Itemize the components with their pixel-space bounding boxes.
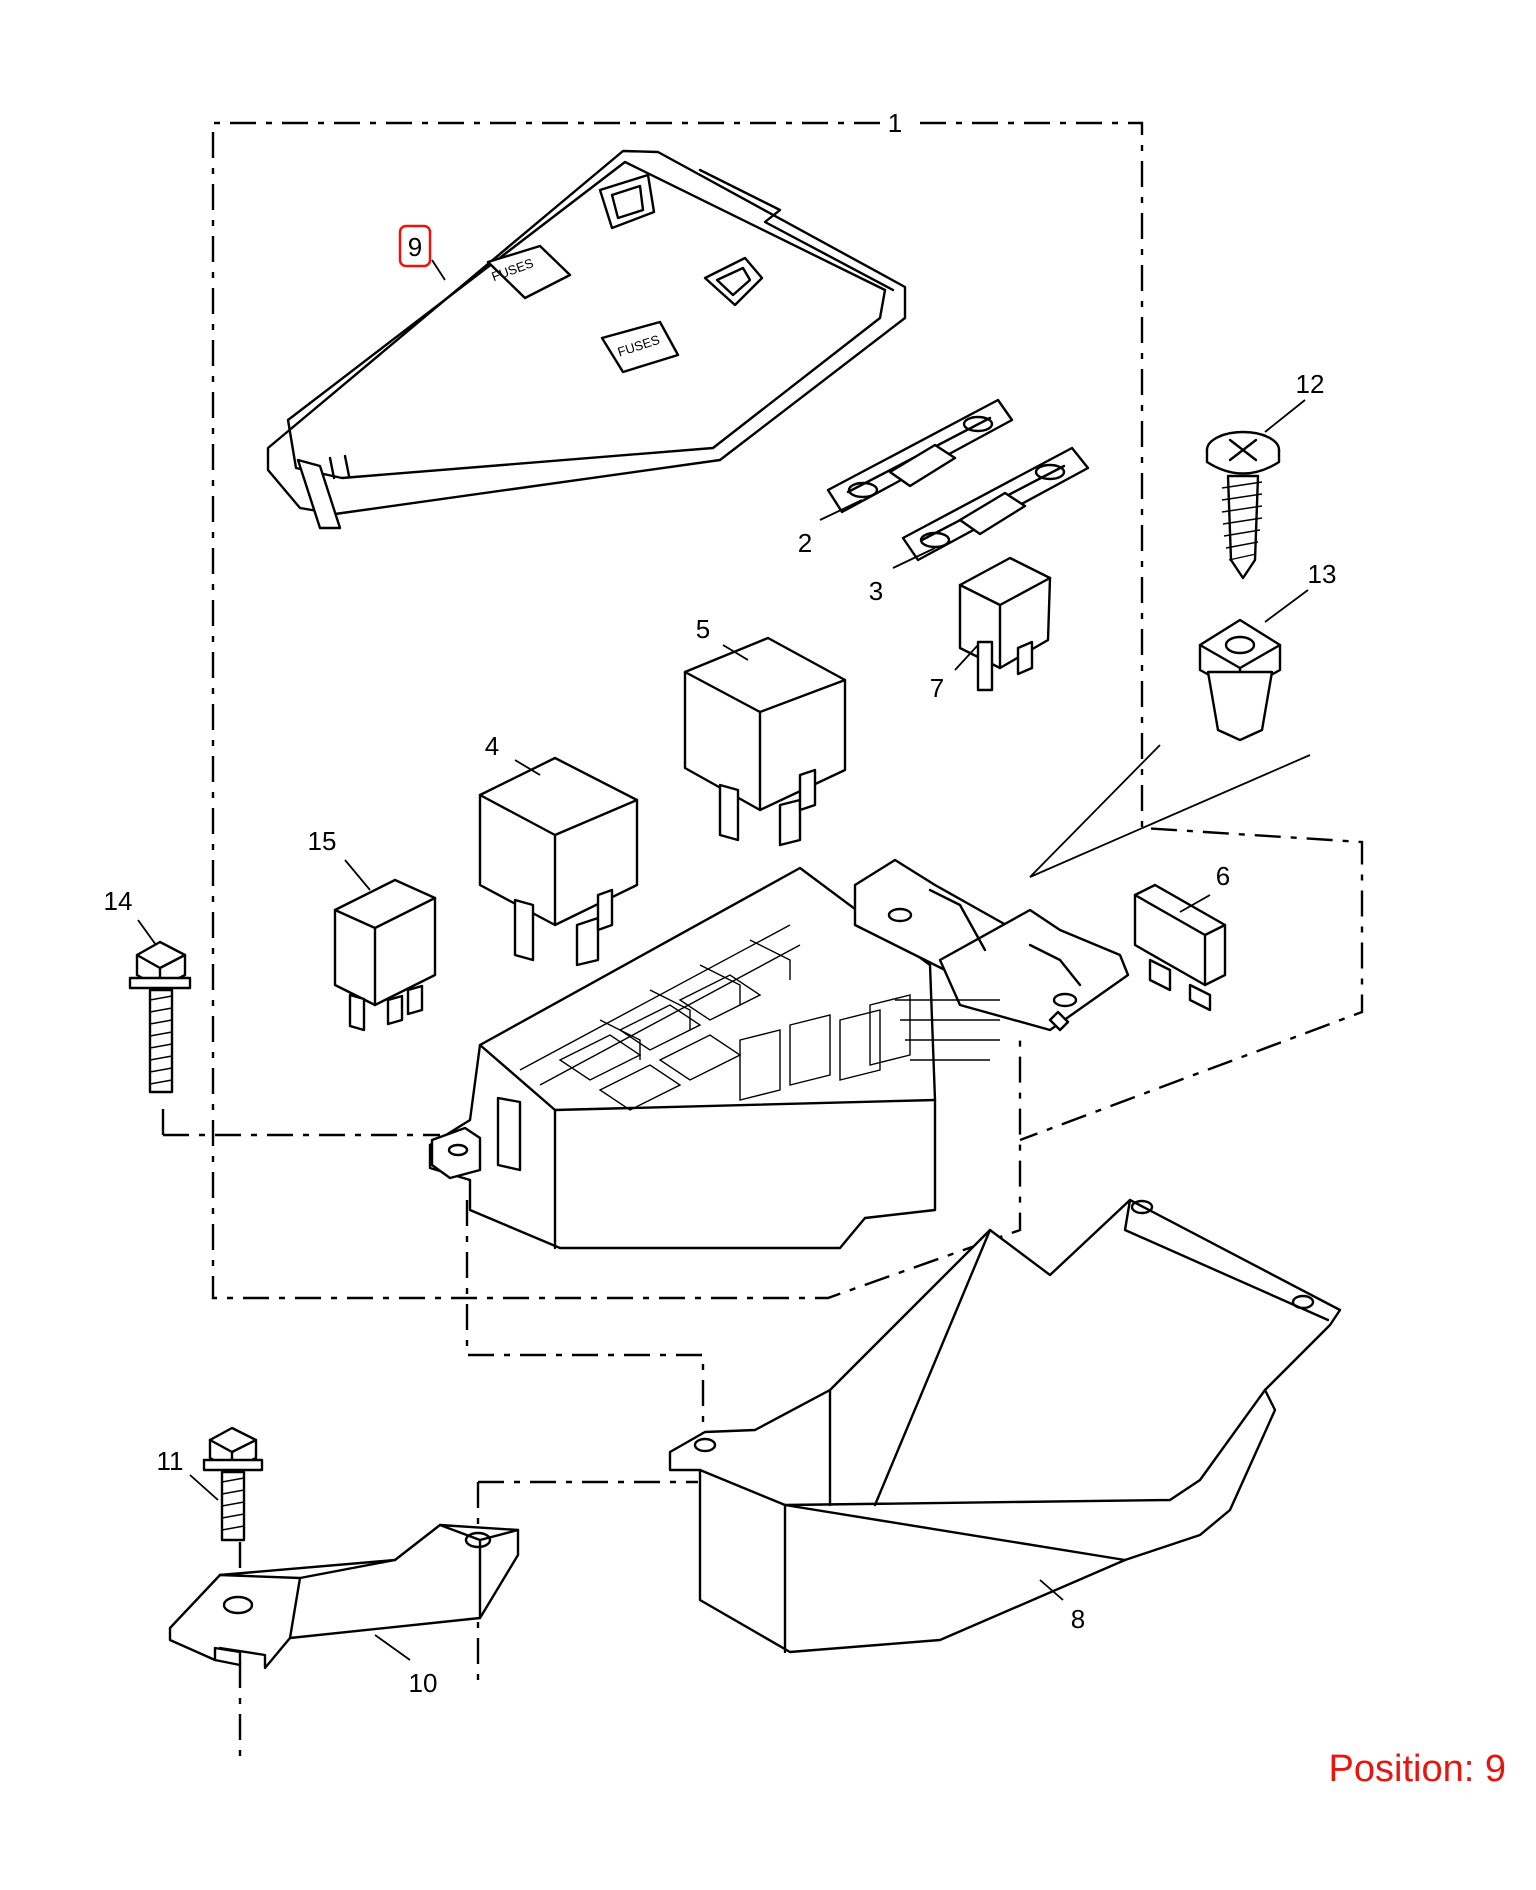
callout-numbers: 1 2 3 4 5 6 7 8 9 10 11 12 13 14 15 — [104, 108, 1337, 1698]
bolt-item-11[interactable] — [202, 1426, 264, 1542]
fuse-box-cover[interactable]: FUSES FUSES — [266, 149, 907, 530]
tray-item-8[interactable] — [668, 1198, 1342, 1654]
clip-nut-item-13[interactable] — [1198, 618, 1282, 742]
callout-3: 3 — [869, 576, 883, 606]
bolt-item-14[interactable] — [128, 940, 192, 1094]
callout-8: 8 — [1071, 1604, 1085, 1634]
position-indicator: Position: 9 — [1328, 1748, 1506, 1790]
callout-13: 13 — [1308, 559, 1337, 589]
callout-15: 15 — [308, 826, 337, 856]
bracket-item-10[interactable] — [168, 1523, 520, 1670]
fuses-label-upper — [486, 244, 572, 300]
callout-14: 14 — [104, 886, 133, 916]
callout-2: 2 — [798, 528, 812, 558]
callout-5: 5 — [696, 614, 710, 644]
leader-lines — [137, 259, 1309, 1661]
callout-10: 10 — [409, 1668, 438, 1698]
fuse-box-base-item-1[interactable] — [428, 858, 1130, 1250]
callout-12: 12 — [1296, 369, 1325, 399]
small-relay-item-7[interactable] — [958, 556, 1052, 692]
callout-9: 9 — [408, 232, 422, 262]
relay-item-4[interactable] — [478, 756, 639, 967]
callout-4: 4 — [485, 731, 499, 761]
fuse-strip-item-3[interactable] — [901, 446, 1090, 562]
callout-1: 1 — [888, 108, 902, 138]
relay-item-5[interactable] — [683, 636, 847, 847]
mini-relay-item-15[interactable] — [333, 878, 437, 1032]
screw-item-12[interactable] — [1205, 430, 1281, 580]
callout-6: 6 — [1216, 861, 1230, 891]
fuse-strip-item-2[interactable] — [826, 398, 1014, 514]
callout-9-highlight — [398, 224, 432, 268]
callout-7: 7 — [930, 673, 944, 703]
blade-fuse-item-6[interactable] — [1133, 883, 1227, 1012]
callout-11: 11 — [157, 1446, 184, 1476]
fuses-label-lower — [600, 320, 680, 374]
